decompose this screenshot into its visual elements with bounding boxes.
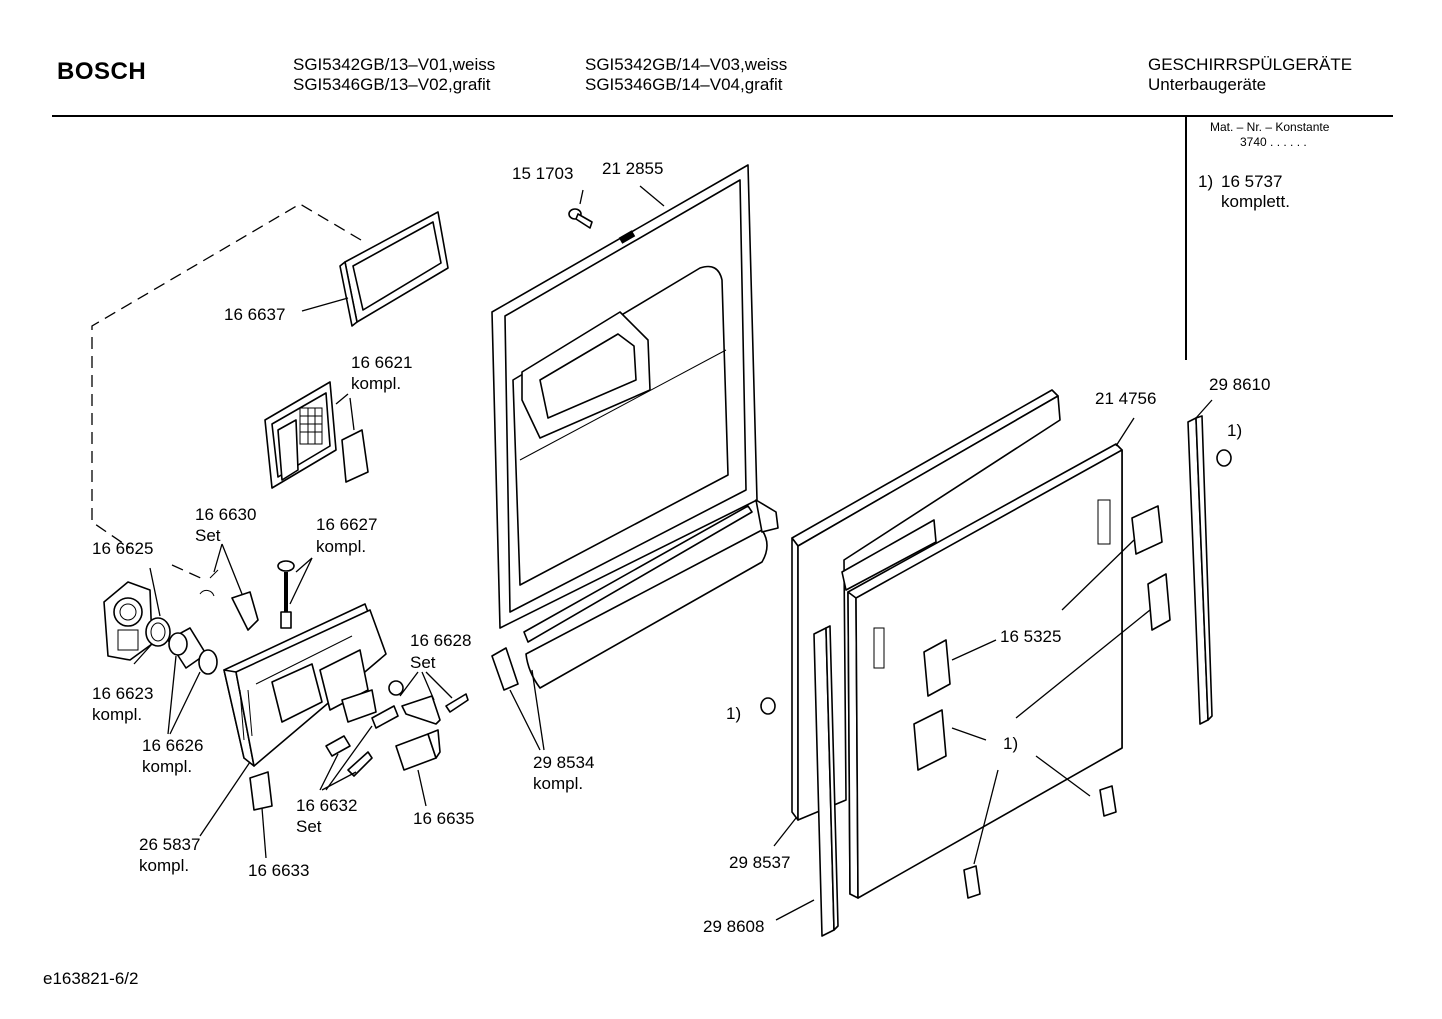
model-3: SGI5342GB/14–V03,weiss [585, 55, 788, 74]
ref-1-rail: 1) [1227, 421, 1243, 440]
dispenser-housing [223, 603, 387, 767]
ref-1-plug: 1) [726, 704, 742, 723]
drawing-id: e163821-6/2 [43, 969, 139, 988]
part-166621-number: 16 6621 [351, 353, 413, 372]
spring-set-166630 [199, 569, 219, 597]
footnote-part: 16 5737 [1221, 172, 1283, 191]
set-166632 [325, 705, 399, 777]
window-gasket [339, 211, 449, 327]
mat-nr-value: 3740 . . . . . . [1240, 135, 1307, 149]
part-166627-note: kompl. [316, 537, 367, 556]
seal-ring [145, 617, 171, 647]
part-214756-number: 21 4756 [1095, 389, 1157, 408]
set-166628 [388, 680, 469, 725]
part-165325-number: 16 5325 [1000, 627, 1062, 646]
foot-1 [1099, 785, 1117, 817]
part-166623-number: 16 6623 [92, 684, 154, 703]
side-rail-298610 [1187, 415, 1213, 725]
part-166628-number: 16 6628 [410, 631, 472, 650]
part-166625-number: 16 6625 [92, 539, 154, 558]
outer-door-panel [847, 443, 1123, 899]
bracket [1147, 573, 1171, 631]
mat-nr-label: Mat. – Nr. – Konstante [1210, 120, 1330, 134]
part-166626-note: kompl. [142, 757, 193, 776]
part-166633-number: 16 6633 [248, 861, 310, 880]
part-166635-number: 16 6635 [413, 809, 475, 828]
hinge-clip-165325 [913, 505, 1163, 771]
part-166627-number: 16 6627 [316, 515, 378, 534]
assembly-dashed-line [91, 203, 362, 549]
subcategory-title: Unterbaugeräte [1148, 75, 1267, 94]
model-1: SGI5342GB/13–V01,weiss [293, 55, 496, 74]
part-166621-note: kompl. [351, 374, 402, 393]
foot-2 [963, 865, 981, 899]
lever-166630 [231, 591, 259, 631]
part-166630-number: 16 6630 [195, 505, 257, 524]
part-166630-note: Set [195, 526, 221, 545]
dispenser-cap [103, 581, 153, 661]
lower-trim-298534 [491, 499, 779, 691]
part-166623-note: kompl. [92, 705, 143, 724]
inner-door-panel [491, 164, 758, 629]
model-2: SGI5346GB/13–V02,grafit [293, 75, 491, 94]
part-298534-note: kompl. [533, 774, 584, 793]
part-166628-note: Set [410, 653, 436, 672]
switch-166635 [395, 729, 441, 771]
side-rail-298608 [813, 625, 839, 937]
part-298608-number: 29 8608 [703, 917, 765, 936]
part-212855-number: 21 2855 [602, 159, 664, 178]
part-298537-number: 29 8537 [729, 853, 791, 872]
part-166637-number: 16 6637 [224, 305, 286, 324]
part-265837-number: 26 5837 [139, 835, 201, 854]
ref-1-panel: 1) [1003, 734, 1019, 753]
part-298610-number: 29 8610 [1209, 375, 1271, 394]
category-title: GESCHIRRSPÜLGERÄTE [1148, 55, 1353, 74]
dispenser-cylinder [167, 627, 218, 675]
plug-right [1216, 449, 1232, 467]
brand-logo: BOSCH [57, 58, 147, 85]
part-166632-note: Set [296, 817, 322, 836]
model-4: SGI5346GB/14–V04,grafit [585, 75, 783, 94]
part-265837-note: kompl. [139, 856, 190, 875]
part-298534-number: 29 8534 [533, 753, 595, 772]
footnote-ref: 1) [1198, 172, 1214, 191]
cover-assembly [264, 381, 369, 489]
plug-left [760, 697, 776, 715]
part-166626-number: 16 6626 [142, 736, 204, 755]
clip-166633 [249, 771, 273, 811]
pin-166627 [277, 560, 295, 629]
footnote-text: komplett. [1221, 192, 1290, 211]
part-166632-number: 16 6632 [296, 796, 358, 815]
screw-151703 [568, 208, 593, 229]
part-151703-number: 15 1703 [512, 164, 574, 183]
